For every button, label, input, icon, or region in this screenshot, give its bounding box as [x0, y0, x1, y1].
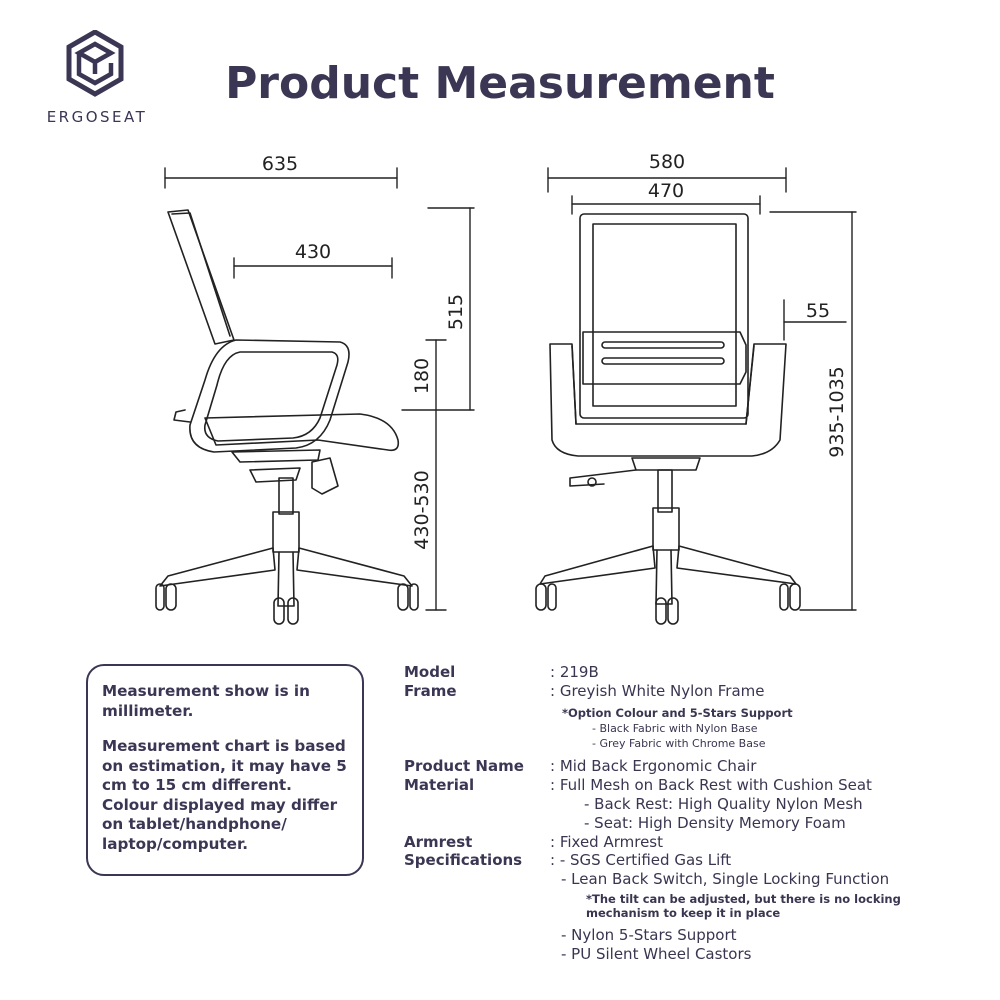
dim-side-width-label: 635 [262, 153, 298, 175]
front-view-chair [535, 213, 801, 625]
note-units: Measurement show is in millimeter. [102, 682, 310, 720]
dim-seat-depth-label: 430 [295, 241, 331, 263]
material-sub-1: - Back Rest: High Quality Nylon Mesh [584, 795, 863, 813]
product-name-label: Product Name [404, 757, 524, 775]
frame-option-1: - Black Fabric with Nylon Base [592, 722, 758, 735]
note-disclaimer: Measurement chart is based on estimation… [102, 737, 347, 853]
dim-armrest-height-label: 180 [411, 358, 433, 394]
model-label: Model [404, 663, 456, 681]
spec-tilt-note-1: *The tilt can be adjusted, but there is … [586, 892, 901, 906]
measurement-note-box: Measurement show is in millimeter. Measu… [86, 664, 364, 876]
frame-option-note: *Option Colour and 5-Stars Support [562, 706, 793, 720]
side-view-chair [155, 209, 419, 625]
page-title: Product Measurement [225, 58, 775, 109]
dim-back-height-label: 515 [445, 294, 467, 330]
dim-front-width-label: 580 [649, 151, 685, 173]
spec-lean-back: - Lean Back Switch, Single Locking Funct… [561, 870, 890, 888]
dim-seat-height-label: 430-530 [411, 470, 433, 549]
cube-hexagon-icon [66, 30, 124, 97]
material-label: Material [404, 776, 475, 794]
product-name-value: : Mid Back Ergonomic Chair [550, 757, 757, 775]
spec-castors: - PU Silent Wheel Castors [561, 945, 752, 963]
frame-option-2: - Grey Fabric with Chrome Base [592, 737, 766, 750]
material-value: : Full Mesh on Back Rest with Cushion Se… [550, 776, 872, 794]
dim-armrest-width-label: 55 [806, 300, 830, 322]
spec-nylon-support: - Nylon 5-Stars Support [561, 926, 737, 944]
specifications-label: Specifications [404, 851, 523, 869]
dim-overall-height-label: 935-1035 [826, 366, 848, 457]
brand-logo: ERGOSEAT [30, 30, 160, 130]
chair-dimension-drawing: 635 430 515 180 430-530 580 470 55 935-1… [155, 151, 857, 625]
dim-seat-width-label: 470 [648, 180, 684, 202]
frame-label: Frame [404, 682, 457, 700]
spec-tilt-note-2: mechanism to keep it in place [586, 906, 781, 920]
armrest-label: Armrest [404, 833, 473, 851]
brand-name: ERGOSEAT [46, 108, 148, 126]
armrest-value: : Fixed Armrest [550, 833, 663, 851]
spec-gas-lift: : - SGS Certified Gas Lift [550, 851, 732, 869]
model-value: : 219B [550, 663, 599, 681]
material-sub-2: - Seat: High Density Memory Foam [584, 814, 846, 832]
frame-value: : Greyish White Nylon Frame [550, 682, 765, 700]
